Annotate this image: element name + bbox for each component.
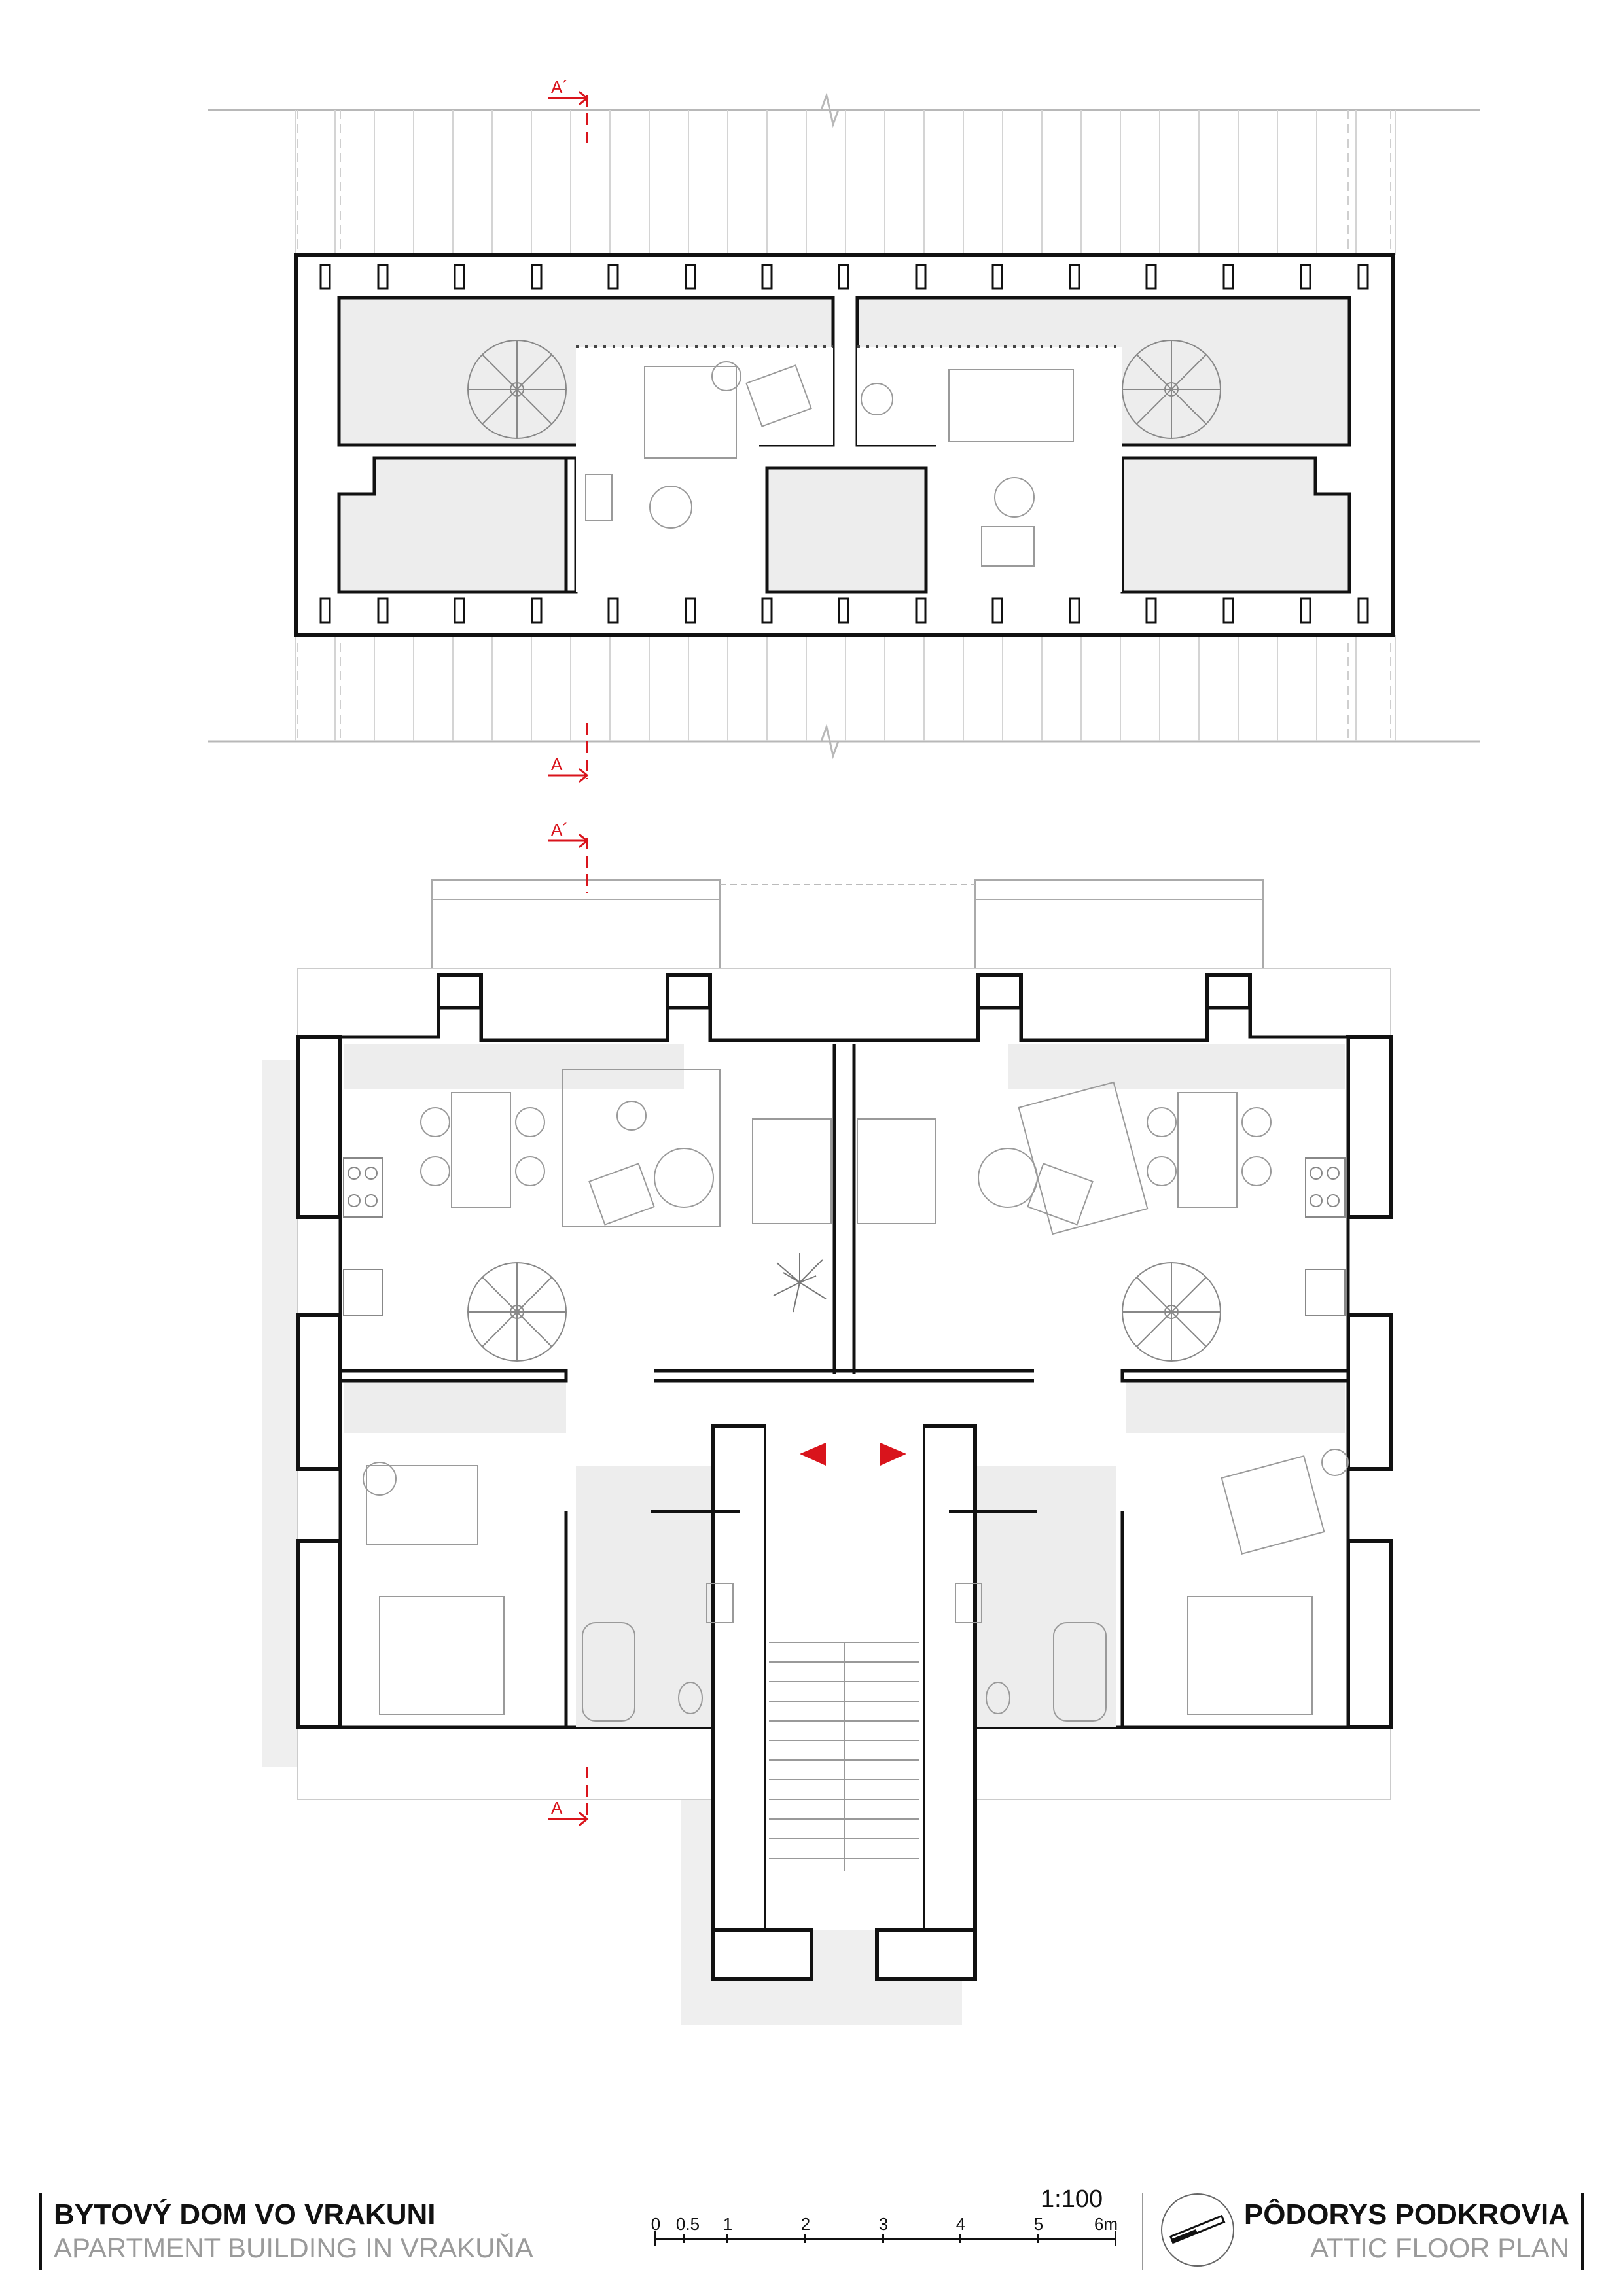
attic-furniture: [363, 1069, 1349, 1722]
scale-tick-label: 5: [1033, 2214, 1044, 2234]
spiral-stair-lower-right: [1122, 1262, 1221, 1362]
sheet-title: PÔDORYS PODKROVIA: [1243, 2199, 1569, 2231]
section-label-a-prime-1: A´: [551, 77, 568, 97]
title-block: BYTOVÝ DOM VO VRAKUNI APARTMENT BUILDING…: [0, 2172, 1623, 2296]
scale-tick-label: 4: [955, 2214, 966, 2234]
scale-label: 1:100: [1041, 2185, 1103, 2213]
plant: [773, 1253, 827, 1313]
sheet-subtitle: ATTIC FLOOR PLAN: [1310, 2233, 1569, 2263]
scale-tick-label: 0.5: [675, 2214, 700, 2234]
scale-tick-label: 1: [722, 2214, 733, 2234]
scale-tick-label: 2: [800, 2214, 811, 2234]
spiral-stair-right: [1122, 340, 1221, 439]
scale-tick-label: 3: [878, 2214, 889, 2234]
spiral-stair-left: [467, 340, 567, 439]
section-label-a-1: A: [551, 754, 563, 774]
partition-walls: [338, 1044, 1350, 1727]
north-arrow-icon: [1161, 2193, 1234, 2267]
section-markers: [548, 90, 589, 1827]
loft-posts: [319, 264, 1369, 624]
section-label-a-prime-2: A´: [551, 820, 568, 839]
stair-core: [711, 1424, 977, 1981]
roof-rafters: [295, 110, 1396, 741]
scale-tick-label: 0: [651, 2214, 661, 2234]
scale-tick-label: 6m: [1094, 2214, 1118, 2234]
balconies: [431, 879, 1264, 969]
spiral-stair-lower-left: [467, 1262, 567, 1362]
project-title: BYTOVÝ DOM VO VRAKUNI: [54, 2199, 436, 2231]
entry-arrows: [800, 1443, 906, 1466]
loft-furniture: [585, 361, 1074, 567]
project-subtitle: APARTMENT BUILDING IN VRAKUŇA: [54, 2233, 533, 2263]
attic-plan: [262, 879, 1393, 2025]
section-label-a-2: A: [551, 1798, 563, 1818]
roof-plan: [208, 92, 1480, 760]
